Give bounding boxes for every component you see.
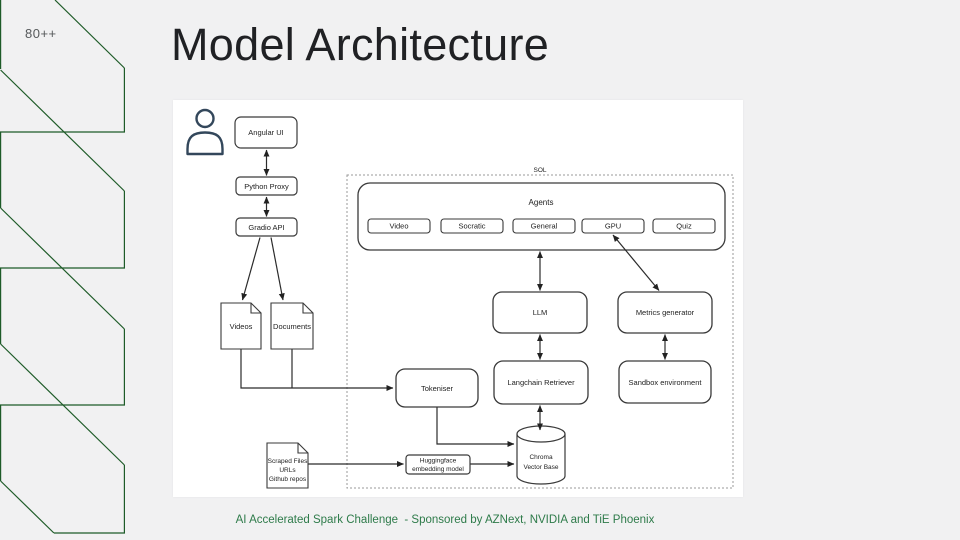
- node-videos: Videos: [220, 302, 262, 350]
- node-metrics-generator-label: Metrics generator: [636, 308, 695, 317]
- node-scraped-files-line1: Scraped Files: [268, 458, 308, 465]
- footer-caption: AI Accelerated Spark Challenge - Sponsor…: [235, 514, 655, 526]
- agents-container: [357, 182, 726, 251]
- sol-label: SOL: [533, 167, 546, 174]
- agent-box-general-label: General: [531, 222, 558, 231]
- agent-box-video: [367, 218, 431, 234]
- node-metrics-generator: [617, 291, 713, 334]
- agent-box-socratic-label: Socratic: [458, 222, 485, 231]
- node-angular-ui-label: Angular UI: [248, 128, 283, 137]
- agent-box-general: [512, 218, 576, 234]
- architecture-diagram: SOL Agents Video Socratic General GPU Qu…: [186, 108, 734, 489]
- agent-boxes: Video Socratic General GPU Quiz: [367, 218, 716, 234]
- slide-number-badge: 80++: [25, 26, 57, 41]
- node-scraped-files-line3: Github repos: [269, 476, 307, 483]
- diagram-panel: SOL Agents Video Socratic General GPU Qu…: [173, 100, 743, 497]
- node-scraped-files: Scraped Files URLs Github repos: [266, 442, 309, 489]
- user-icon: [186, 108, 224, 156]
- agent-box-socratic: [440, 218, 504, 234]
- node-python-proxy-label: Python Proxy: [244, 182, 289, 191]
- node-sandbox-environment-label: Sandbox environment: [629, 378, 703, 387]
- node-sandbox-environment: [618, 360, 712, 404]
- node-angular-ui: [234, 116, 298, 149]
- node-huggingface-embedding: Huggingface embedding model: [405, 454, 471, 475]
- page-title: Model Architecture: [171, 19, 550, 70]
- node-python-proxy: [235, 176, 298, 196]
- chevron-pattern-decoration: [0, 0, 126, 534]
- node-scraped-files-line2: URLs: [279, 467, 296, 474]
- node-chroma-line1: Chroma: [529, 454, 553, 461]
- node-langchain-retriever-label: Langchain Retriever: [507, 378, 575, 387]
- connectors: [240, 149, 668, 467]
- node-gradio-api-label: Gradio API: [248, 223, 284, 232]
- node-documents: Documents: [270, 302, 314, 350]
- node-gradio-api: [235, 217, 298, 237]
- agents-label: Agents: [529, 198, 554, 207]
- sol-dashed-container: [346, 174, 734, 489]
- node-documents-label: Documents: [273, 322, 311, 331]
- agent-box-quiz-label: Quiz: [676, 222, 692, 231]
- node-videos-label: Videos: [230, 322, 253, 331]
- node-langchain-retriever: [493, 360, 589, 405]
- node-llm-label: LLM: [533, 308, 548, 317]
- agent-box-gpu-label: GPU: [605, 222, 621, 231]
- node-llm: [492, 291, 588, 334]
- agent-box-quiz: [652, 218, 716, 234]
- node-chroma-vector-base: Chroma Vector Base: [516, 425, 566, 485]
- node-huggingface-line1: Huggingface: [420, 458, 457, 465]
- node-huggingface-line2: embedding model: [412, 466, 464, 473]
- node-chroma-line2: Vector Base: [523, 464, 558, 471]
- node-tokeniser: [395, 368, 479, 408]
- agent-box-video-label: Video: [389, 222, 408, 231]
- agent-box-gpu: [581, 218, 645, 234]
- node-tokeniser-label: Tokeniser: [421, 384, 454, 393]
